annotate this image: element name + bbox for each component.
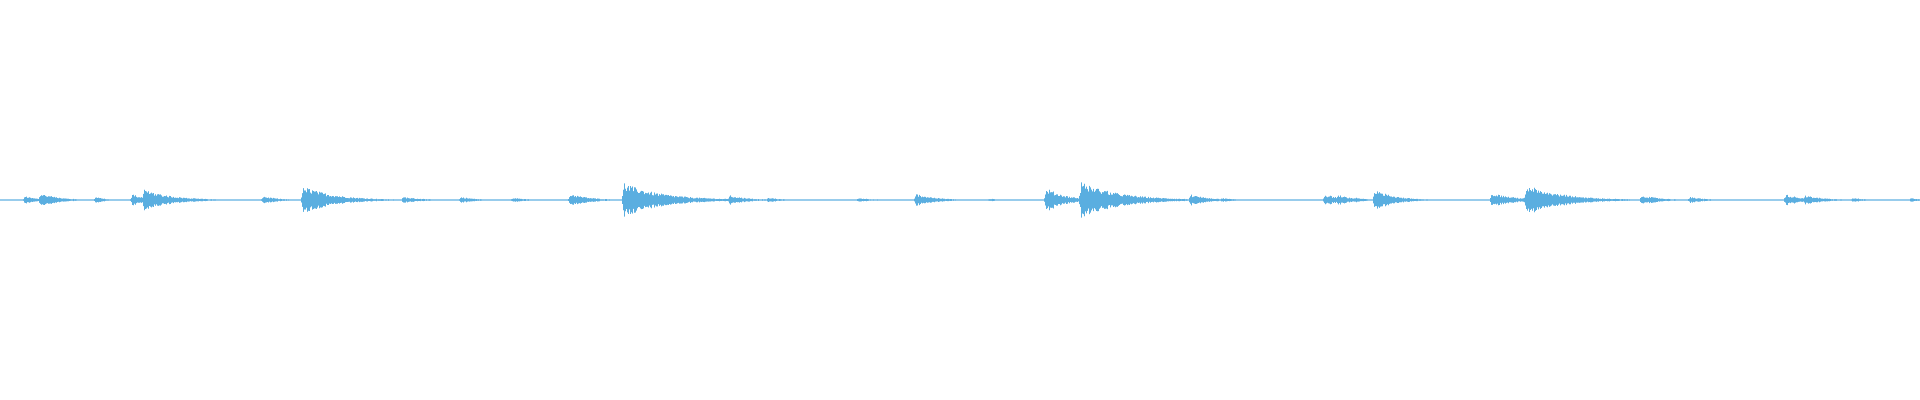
audio-waveform[interactable] — [0, 0, 1920, 400]
waveform-panel[interactable] — [0, 0, 1920, 400]
